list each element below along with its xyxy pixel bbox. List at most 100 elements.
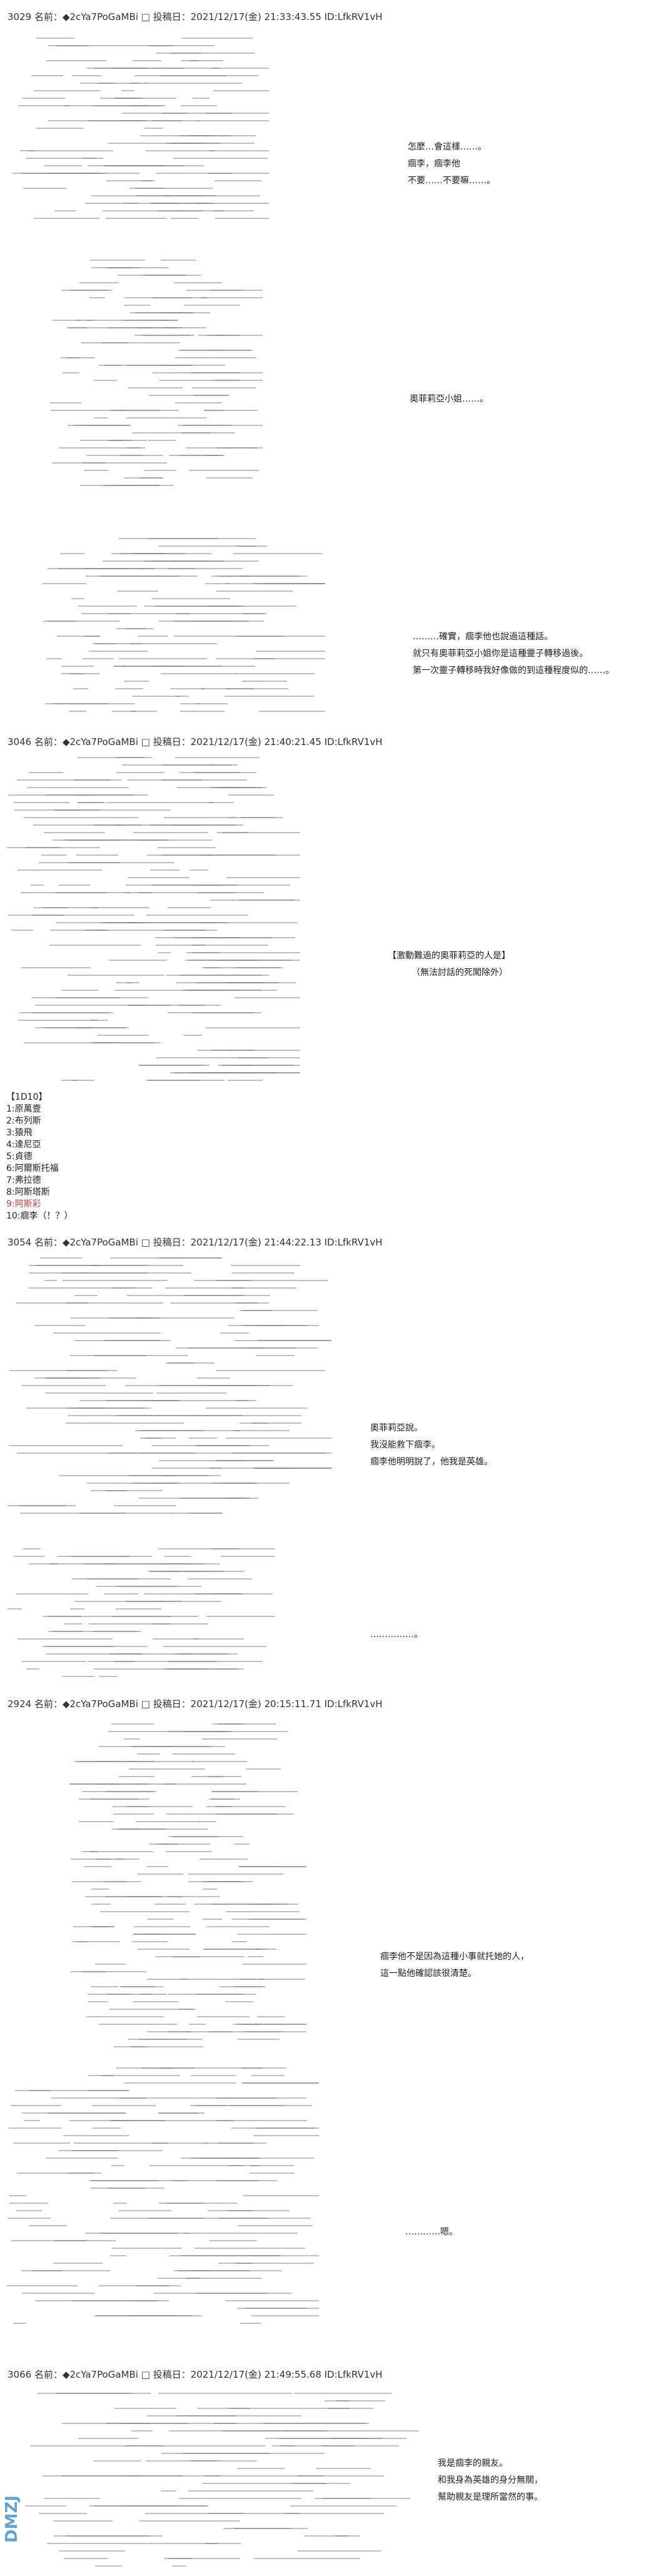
ascii-art-stroke — [217, 832, 300, 833]
ascii-art-stroke — [100, 1911, 189, 1912]
ascii-art-girl-closeup — [50, 256, 263, 494]
ascii-art-stroke — [238, 2225, 313, 2226]
ascii-art-stroke — [146, 150, 214, 151]
ascii-art-stroke — [228, 1080, 263, 1081]
ascii-art-stroke — [298, 2550, 381, 2552]
ascii-art-stroke — [250, 2255, 319, 2256]
ascii-art-stroke — [229, 2165, 260, 2166]
ascii-art-stroke — [99, 2024, 177, 2025]
ascii-art-stroke — [73, 688, 88, 689]
ascii-art-stroke — [34, 1325, 86, 1326]
post-header-3046: 3046 名前：◆2cYa7PoGaMBi □ 投稿日：2021/12/17(金… — [8, 736, 383, 748]
dialog-friend: 我是痼李的親友。 和我身為英雄的身分無關， 幫助親友是理所當然的事。 — [438, 2455, 543, 2506]
ascii-art-stroke — [149, 395, 228, 396]
ascii-art-stroke — [63, 105, 162, 106]
ascii-art-stroke — [127, 982, 139, 983]
ascii-art-stroke — [112, 1616, 198, 1617]
ascii-art-stroke — [36, 128, 83, 129]
ascii-art-stroke — [99, 1761, 134, 1762]
ascii-art-stroke — [86, 455, 143, 456]
ascii-art-stroke — [164, 1475, 221, 1476]
ascii-art-hero-smiling — [19, 2390, 419, 2576]
ascii-art-stroke — [144, 1593, 239, 1595]
ascii-art-stroke — [168, 1994, 256, 1995]
ascii-art-stroke — [216, 1370, 325, 1371]
ascii-art-stroke — [205, 455, 225, 456]
ascii-art-stroke — [232, 1919, 304, 1920]
ascii-art-stroke — [49, 1563, 115, 1564]
ascii-art-stroke — [102, 2075, 180, 2076]
ascii-art-stroke — [218, 1460, 274, 1461]
ascii-art-stroke — [68, 975, 164, 976]
ascii-art-stroke — [232, 1272, 246, 1274]
ascii-art-stroke — [231, 1265, 300, 1266]
ascii-art-stroke — [139, 2520, 240, 2522]
ascii-art-stroke — [145, 2513, 245, 2514]
ascii-art-stroke — [78, 1941, 119, 1942]
dice-list-item-highlight: 9:阿斯彩 — [6, 1199, 41, 1209]
ascii-art-stroke — [236, 636, 325, 637]
ascii-art-stroke — [59, 1475, 175, 1476]
ascii-art-stroke — [255, 1949, 276, 1950]
ascii-art-stroke — [23, 98, 65, 99]
ascii-art-stroke — [24, 1042, 113, 1043]
ascii-art-stroke — [26, 1668, 39, 1670]
ascii-art-stroke — [168, 568, 196, 569]
ascii-art-stroke — [61, 290, 113, 291]
ascii-art-stroke — [104, 1881, 126, 1882]
ascii-art-stroke — [176, 982, 264, 983]
ascii-art-stroke — [109, 960, 167, 961]
ascii-art-stroke — [28, 150, 113, 151]
ascii-art-stroke — [76, 854, 118, 856]
ascii-art-stroke — [229, 2105, 312, 2106]
ascii-art-stroke — [17, 2173, 94, 2174]
ascii-art-stroke — [103, 560, 208, 562]
ascii-art-stroke — [9, 1370, 108, 1371]
ascii-art-stroke — [41, 854, 66, 856]
ascii-art-stroke — [74, 2142, 168, 2144]
dialog-trust: 痼李他不是因為這種小事就托她的人， 這一點他確認該很清楚。 — [380, 1949, 529, 1982]
ascii-art-stroke — [95, 2565, 122, 2567]
ascii-art-stroke — [206, 113, 269, 114]
ascii-art-stroke — [201, 922, 298, 923]
ascii-art-stroke — [255, 1468, 331, 1469]
ascii-art-stroke — [165, 1287, 245, 1289]
ascii-art-stroke — [108, 143, 203, 144]
ascii-art-stroke — [235, 997, 300, 998]
ascii-art-stroke — [184, 2233, 298, 2234]
ascii-art-stroke — [14, 802, 69, 803]
ascii-art-stroke — [284, 2430, 419, 2431]
ascii-art-stroke — [114, 2408, 176, 2409]
ascii-art-stroke — [243, 1964, 306, 1965]
ascii-art-stroke — [134, 75, 227, 76]
ascii-art-stroke — [216, 2097, 276, 2099]
ascii-art-stroke — [181, 60, 198, 61]
dialog-miss-ophelia: 奧菲莉亞小姐……。 — [410, 391, 488, 408]
ascii-art-stroke — [47, 2543, 153, 2544]
ascii-art-stroke — [133, 1934, 195, 1935]
ascii-art-stroke — [162, 113, 233, 114]
ascii-art-stroke — [181, 2255, 281, 2256]
ascii-art-stroke — [219, 1986, 266, 1987]
ascii-art-stroke — [7, 2285, 78, 2286]
ascii-art-stroke — [34, 218, 99, 219]
ascii-art-stroke — [251, 2315, 319, 2316]
ascii-art-stroke — [204, 1072, 299, 1073]
ascii-art-stroke — [76, 794, 148, 796]
ascii-art-crying-girl — [13, 34, 269, 228]
ascii-art-stroke — [232, 1287, 296, 1289]
ascii-art-stroke — [64, 1623, 82, 1625]
ascii-art-stroke — [325, 2400, 349, 2401]
ascii-art-stroke — [105, 1896, 183, 1897]
ascii-art-stroke — [205, 1385, 270, 1386]
ascii-art-stroke — [22, 2293, 95, 2294]
ascii-art-stroke — [91, 1851, 153, 1852]
ascii-art-stroke — [14, 1556, 45, 1557]
ascii-art-stroke — [124, 297, 207, 298]
ascii-art-stroke — [82, 1851, 98, 1852]
dialog-line: （無法討話的死闖除外） — [411, 968, 508, 978]
ascii-art-stroke — [208, 2513, 300, 2514]
ascii-art-stroke — [241, 817, 283, 818]
ascii-art-stroke — [179, 1979, 197, 1980]
ascii-art-stroke — [91, 1020, 108, 1021]
